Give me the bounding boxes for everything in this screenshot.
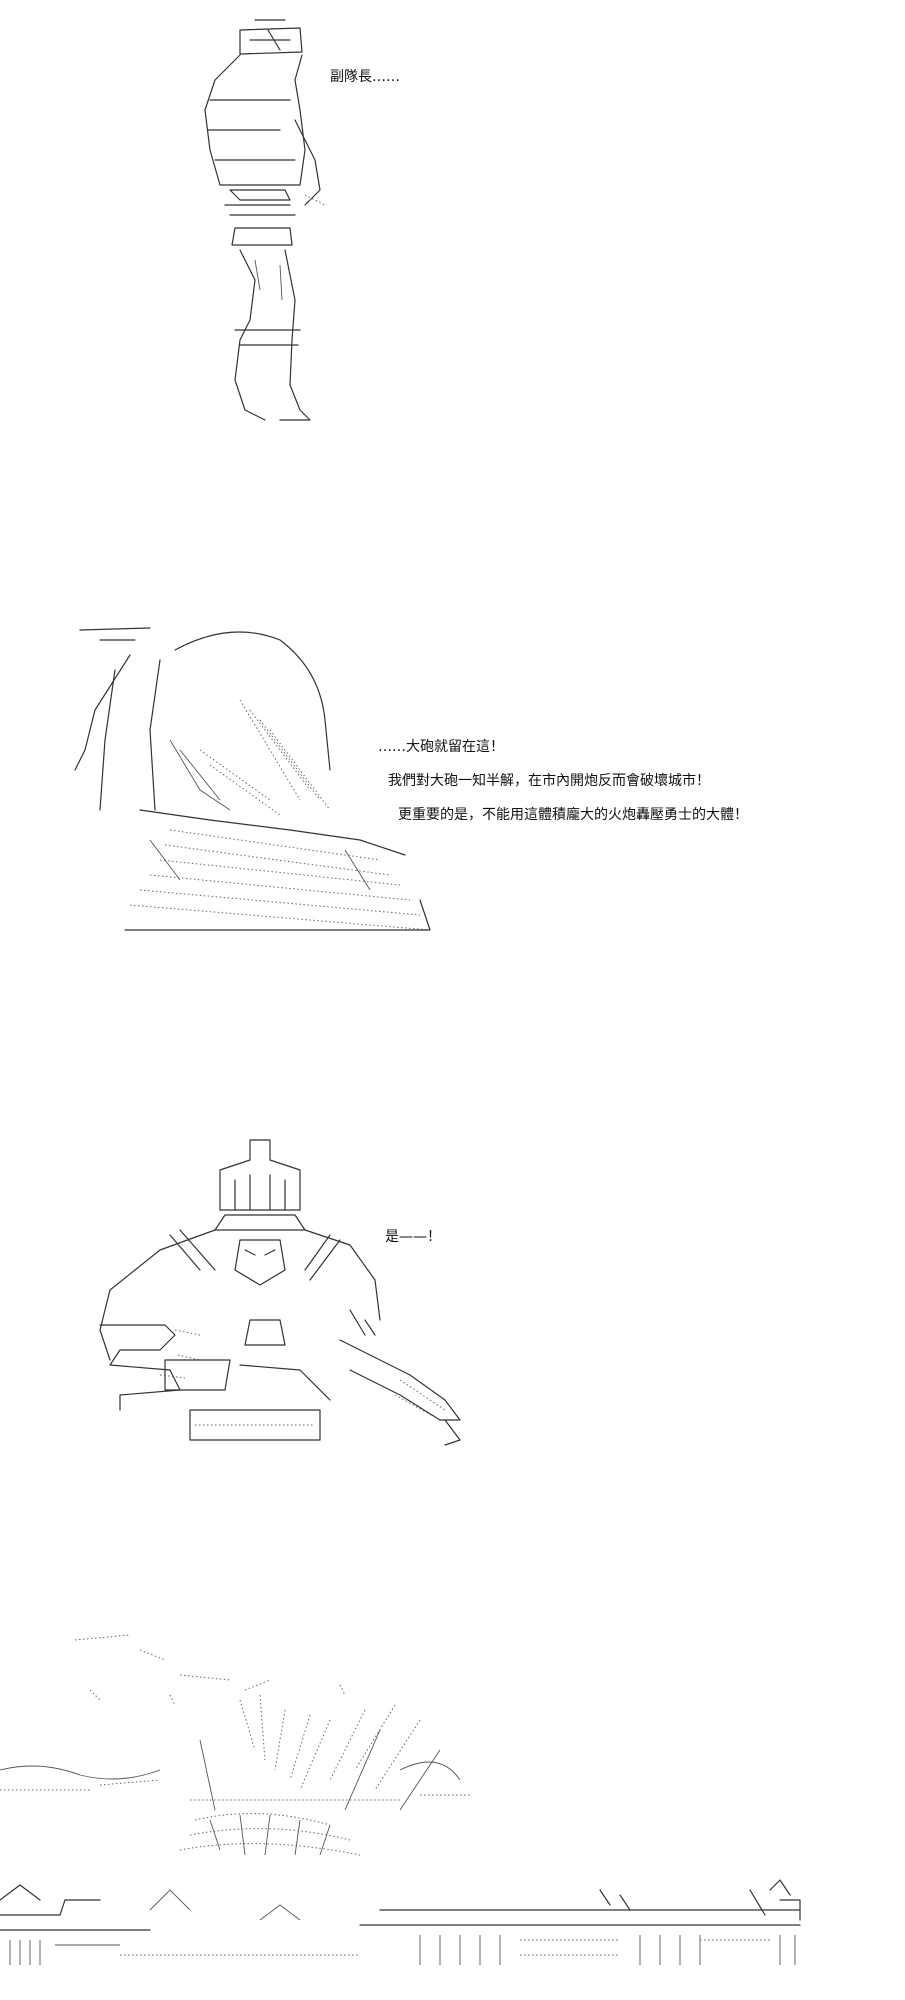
panel-4: [0, 1620, 905, 2000]
ascii-art-crowd-scene: [0, 1620, 905, 2000]
ascii-art-armored-figure: [0, 1120, 905, 1460]
ascii-art-sword-figure: [0, 600, 905, 960]
dialog-line: 更重要的是，不能用這體積龐大的火炮轟壓勇士的大體！: [398, 807, 748, 823]
dialog-line: 我們對大砲一知半解，在市內開炮反而會破壞城市！: [388, 773, 710, 789]
dialog-line: ……大砲就留在這！: [378, 739, 504, 755]
panel-2: ……大砲就留在這！ 我們對大砲一知半解，在市內開炮反而會破壞城市！ 更重要的是，…: [0, 600, 905, 960]
ascii-art-standing-figure: [0, 0, 905, 440]
panel-3: 是——！: [0, 1120, 905, 1460]
dialog-line: 副隊長……: [330, 69, 400, 85]
dialog-line: 是——！: [385, 1229, 441, 1245]
panel-1: 副隊長……: [0, 0, 905, 440]
